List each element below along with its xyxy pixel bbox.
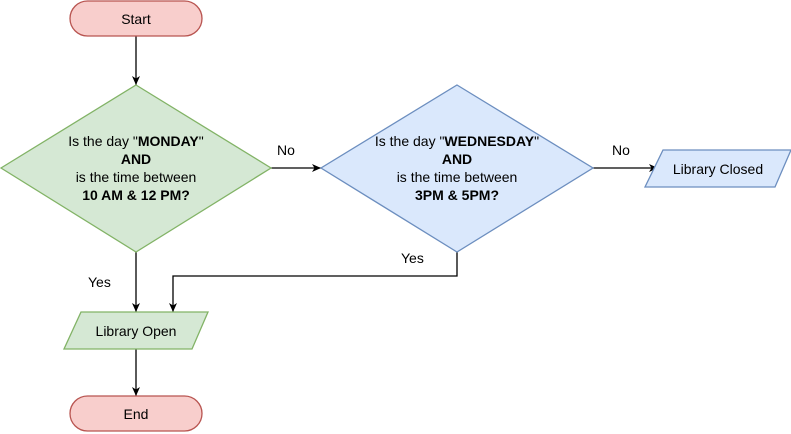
decision-monday-line1: Is the day "MONDAY": [68, 132, 203, 150]
end-terminal-shape[interactable]: [69, 395, 203, 432]
decision-monday-and: AND: [120, 151, 152, 167]
decision-wednesday-day: WEDNESDAY: [444, 133, 535, 149]
decision-wednesday-label: Is the day "WEDNESDAY" AND is the time b…: [331, 126, 583, 210]
library-closed-text: Library Closed: [672, 160, 764, 177]
library-closed-label: Library Closed: [650, 150, 786, 187]
edge-label-wednesday-no: No: [612, 142, 630, 158]
end-label: End: [70, 396, 202, 431]
decision-monday-day: MONDAY: [137, 133, 199, 149]
decision-wednesday-line1-pre: Is the day ": [374, 133, 445, 149]
decision-wednesday-shape[interactable]: [319, 84, 595, 253]
edge-label-monday-no: No: [277, 142, 295, 158]
decision-monday-line1-pre: Is the day ": [68, 133, 138, 149]
edge-label-wednesday-yes: Yes: [401, 250, 424, 266]
start-terminal-shape[interactable]: [69, 0, 203, 37]
library-open-shape[interactable]: [62, 311, 209, 350]
library-open-text: Library Open: [95, 322, 177, 339]
decision-monday-shape[interactable]: [0, 84, 273, 253]
end-text: End: [123, 405, 149, 422]
decision-monday-label: Is the day "MONDAY" AND is the time betw…: [10, 126, 262, 210]
library-closed-shape[interactable]: [643, 149, 791, 188]
decision-wednesday-line1-post: ": [534, 133, 540, 149]
start-label: Start: [70, 1, 202, 36]
start-text: Start: [121, 10, 151, 27]
edge-label-monday-yes: Yes: [88, 274, 111, 290]
decision-wednesday-time: 3PM & 5PM?: [414, 187, 499, 203]
decision-monday-line1-post: ": [198, 133, 204, 149]
decision-wednesday-and: AND: [441, 151, 473, 167]
edge-wednesday-yes-to-open: [169, 252, 458, 312]
decision-monday-line3: is the time between: [75, 169, 197, 185]
decision-monday-time: 10 AM & 12 PM?: [82, 187, 190, 203]
decision-wednesday-line1: Is the day "WEDNESDAY": [375, 132, 539, 150]
library-open-label: Library Open: [70, 312, 202, 349]
decision-wednesday-line3: is the time between: [396, 169, 518, 185]
